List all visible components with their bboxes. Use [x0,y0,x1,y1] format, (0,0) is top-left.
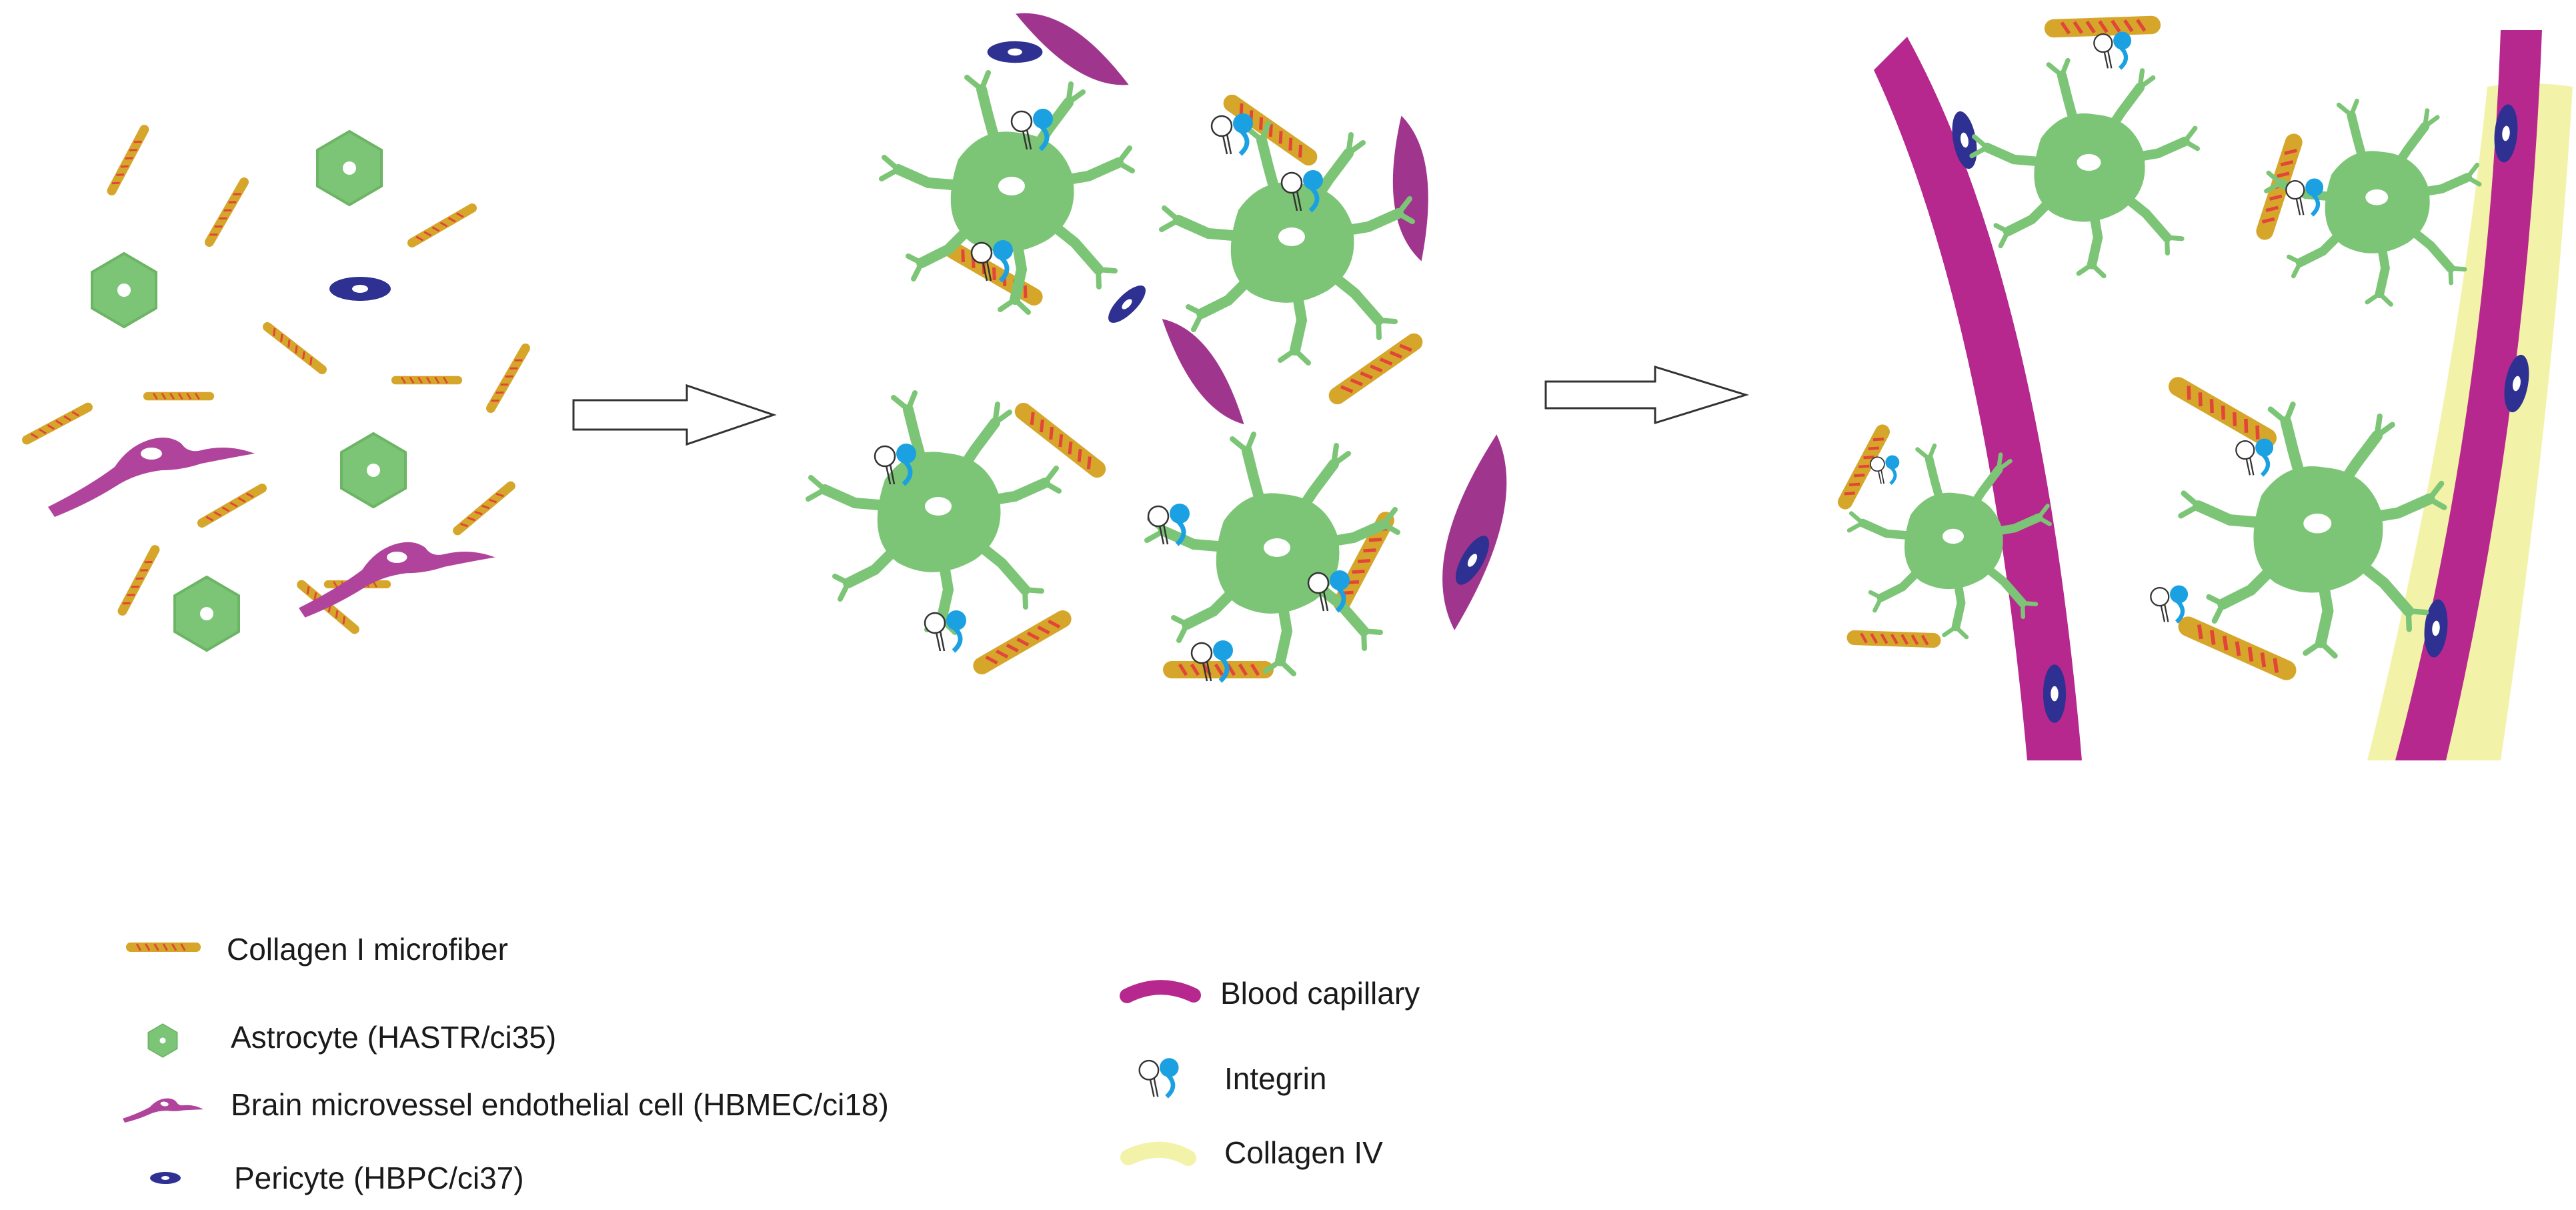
legend-label-endothelial: Brain microvessel endothelial cell (HBME… [231,1087,889,1122]
legend-label-collagen-iv: Collagen IV [1224,1135,1383,1170]
striped-rod-icon [131,944,197,951]
hexagon-cell-icon [147,1023,178,1058]
arrow-step-1 [572,384,777,446]
legend-label-integrin: Integrin [1224,1061,1327,1096]
oval-nucleus-icon [150,1172,181,1184]
legend-label-collagen-i: Collagen I microfiber [227,932,508,967]
panel-dispersed-cells [25,128,529,652]
elongated-cell-icon [122,1092,205,1133]
pale-band-icon [1120,1141,1196,1166]
legend-label-astrocyte: Astrocyte (HASTR/ci35) [231,1020,557,1055]
integrin-icon [1140,1058,1179,1097]
legend-icons [122,944,1201,1184]
legend-label-pericyte: Pericyte (HBPC/ci37) [234,1161,524,1195]
arrow-step-2 [1544,365,1750,425]
panel-network-formation [808,0,1524,681]
legend-label-capillary: Blood capillary [1220,976,1420,1011]
curved-band-icon [1120,980,1201,1003]
panel-capillary-network [1841,19,2573,760]
